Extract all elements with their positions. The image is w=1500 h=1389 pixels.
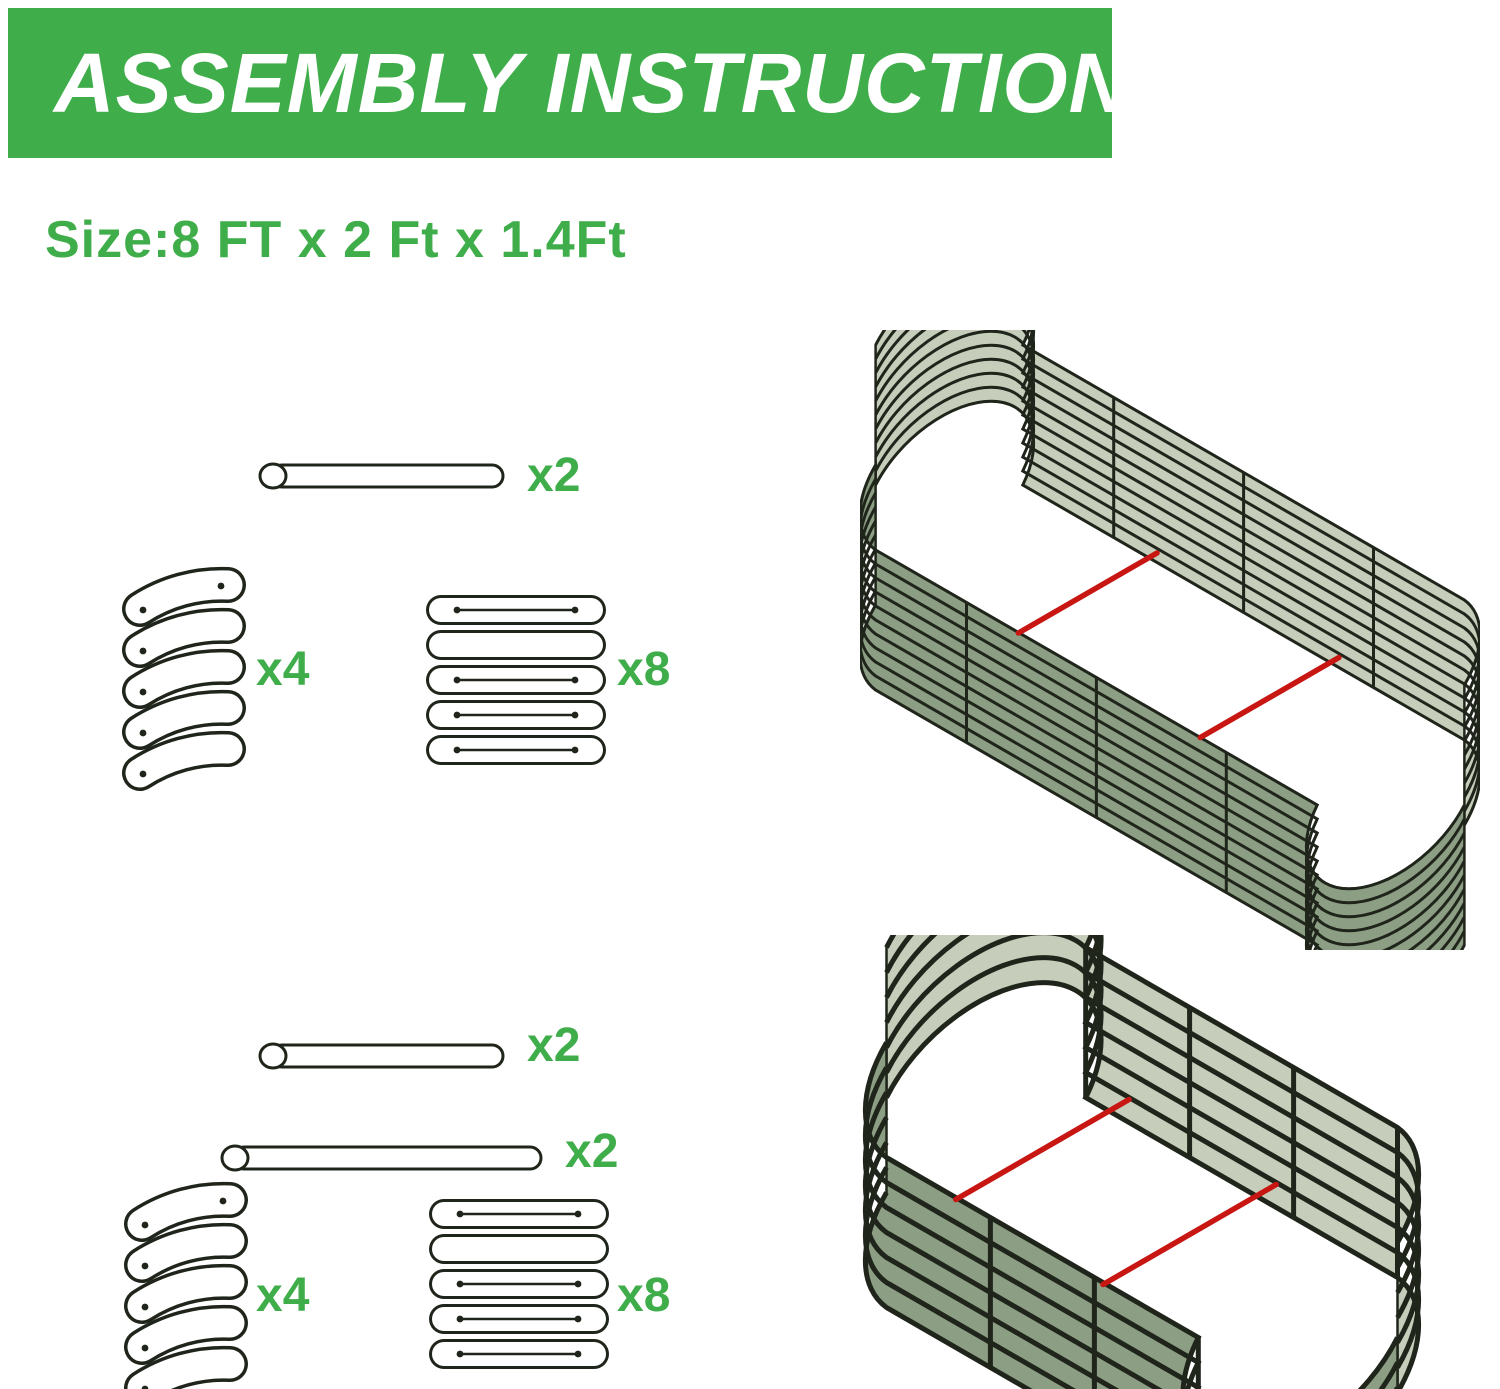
cross-brace-rod: [1015, 550, 1160, 636]
corner-panel-diagram: [118, 563, 248, 813]
rod-diagram: [258, 1042, 505, 1070]
qty-label: x2: [527, 1019, 581, 1072]
panel-seams: [987, 947, 1400, 1389]
qty-label: x2: [565, 1125, 619, 1178]
size-label: Size:8 FT x 2 Ft x 1.4Ft: [45, 211, 627, 269]
rod-diagram: [220, 1144, 543, 1172]
qty-label: x4: [256, 1269, 310, 1322]
cross-brace-rod: [1197, 654, 1342, 741]
corner-panel-diagram: [120, 1178, 250, 1389]
assembled-bed-oval-diagram: [860, 330, 1480, 950]
cross-brace-rod: [953, 1096, 1132, 1203]
rod-diagram: [258, 462, 505, 490]
banner: ASSEMBLY INSTRUCTION: [8, 8, 1129, 158]
qty-label: x2: [527, 449, 581, 502]
page-title: ASSEMBLY INSTRUCTION: [54, 35, 1131, 130]
qty-label: x4: [256, 643, 310, 696]
qty-label: x8: [617, 643, 671, 696]
cross-brace-rod: [1100, 1181, 1279, 1288]
qty-label: x8: [617, 1269, 671, 1322]
assembled-bed-rect-diagram: [812, 935, 1472, 1389]
panel-seams: [965, 397, 1375, 893]
side-panel-diagram: [424, 1192, 614, 1374]
side-panel-diagram: [421, 588, 611, 770]
